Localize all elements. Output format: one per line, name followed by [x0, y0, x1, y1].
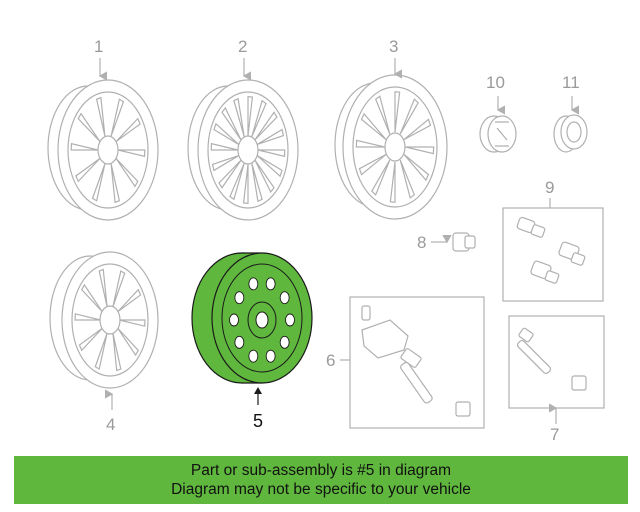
center-cap-part-11[interactable]: 11 — [553, 73, 588, 153]
wheel-spoke — [80, 283, 103, 313]
wheel-spoke — [256, 155, 283, 178]
wheel-spoke — [403, 118, 432, 141]
wheel-spoke — [399, 98, 419, 135]
wheel-spoke — [211, 154, 240, 172]
wheel-vent-hole — [279, 335, 290, 349]
lug-nut-part-8[interactable]: 8 — [417, 232, 476, 252]
part-label-6: 6 — [326, 351, 335, 370]
part-label-5: 5 — [253, 411, 263, 431]
wheel-parts-diagram: 1 2 3 10 11 9 — [47, 37, 605, 444]
part-label-9: 9 — [545, 178, 554, 197]
wheel-spoke — [117, 327, 140, 357]
wheel-spoke — [405, 146, 435, 155]
wheel-spoke — [94, 333, 108, 370]
wheel-spoke — [95, 96, 106, 137]
info-banner: Part or sub-assembly is #5 in diagram Di… — [14, 456, 628, 504]
wheel-spoke — [112, 270, 126, 307]
wheel-spoke — [233, 97, 245, 137]
wheel-spoke — [115, 158, 139, 188]
wheel-spoke — [210, 142, 239, 151]
wheel-spoke — [371, 159, 391, 196]
part-label-10: 10 — [486, 73, 505, 92]
part-label-2: 2 — [238, 37, 247, 56]
wheel-spoke — [242, 164, 249, 205]
wheel-part-4[interactable]: 4 — [49, 251, 159, 434]
wheel-spoke — [389, 161, 396, 203]
wheel-spoke — [251, 99, 267, 137]
wheel-spoke — [74, 313, 101, 321]
wheel-vent-hole — [285, 313, 295, 327]
banner-line-2: Diagram may not be specific to your vehi… — [171, 481, 471, 498]
wheel-spoke — [399, 159, 416, 199]
wheel-spoke — [112, 333, 122, 372]
part-label-1: 1 — [94, 37, 103, 56]
valve-stem-part-7[interactable]: 7 — [508, 315, 605, 444]
wheel-spoke — [78, 327, 103, 352]
wheel-spoke — [247, 95, 254, 136]
tpms-sensor-part-6[interactable]: 6 — [326, 296, 485, 429]
wheel-spoke — [115, 117, 141, 142]
wheel-spoke — [355, 139, 385, 148]
wheel-spoke — [394, 91, 401, 133]
wheel-spoke — [251, 163, 263, 203]
wheel-spoke — [254, 111, 278, 141]
part-label-7: 7 — [550, 425, 559, 444]
wheel-vent-hole — [229, 313, 239, 327]
wheel-spoke — [98, 268, 108, 307]
wheel-vent-hole — [279, 291, 290, 305]
wheel-vent-hole — [265, 277, 276, 291]
wheel-spoke — [221, 106, 242, 141]
wheel-spoke — [75, 158, 101, 183]
wheel-spoke — [257, 149, 286, 158]
wheel-spoke — [360, 112, 387, 140]
wheel-spoke — [358, 153, 387, 176]
banner-line-1: Part or sub-assembly is #5 in diagram — [190, 462, 452, 479]
wheel-spoke — [218, 159, 242, 189]
wheel-spoke — [110, 163, 121, 204]
wheel-part-1[interactable]: 1 — [47, 37, 159, 221]
wheel-spoke — [213, 122, 240, 145]
wheel-part-5-highlighted[interactable]: 5 — [191, 252, 313, 431]
wheel-part-2[interactable]: 2 — [187, 37, 299, 221]
part-label-8: 8 — [417, 233, 426, 252]
wheel-spoke — [70, 142, 99, 151]
wheel-vent-hole — [248, 349, 259, 363]
wheel-spoke — [229, 163, 245, 201]
wheel-spoke — [256, 128, 285, 146]
wheel-spoke — [117, 288, 142, 313]
wheel-part-3[interactable]: 3 — [334, 37, 448, 220]
part-label-11: 11 — [562, 73, 580, 92]
wheel-spoke — [91, 163, 106, 202]
lug-nut-kit-part-9[interactable]: 9 — [502, 178, 604, 302]
wheel-vent-hole — [248, 277, 259, 291]
wheel-spoke — [77, 112, 101, 142]
center-cap-part-10[interactable]: 10 — [479, 73, 517, 153]
part-label-4: 4 — [106, 415, 115, 434]
part-label-3: 3 — [389, 37, 398, 56]
wheel-vent-hole — [234, 335, 245, 349]
wheel-spoke — [403, 154, 430, 182]
wheel-vent-hole — [265, 349, 276, 363]
wheel-spoke — [119, 319, 146, 327]
wheel-spoke — [110, 98, 125, 137]
wheel-spoke — [117, 149, 146, 158]
wheel-spoke — [254, 159, 275, 194]
wheel-spoke — [374, 95, 391, 135]
wheel-vent-hole — [234, 291, 245, 305]
